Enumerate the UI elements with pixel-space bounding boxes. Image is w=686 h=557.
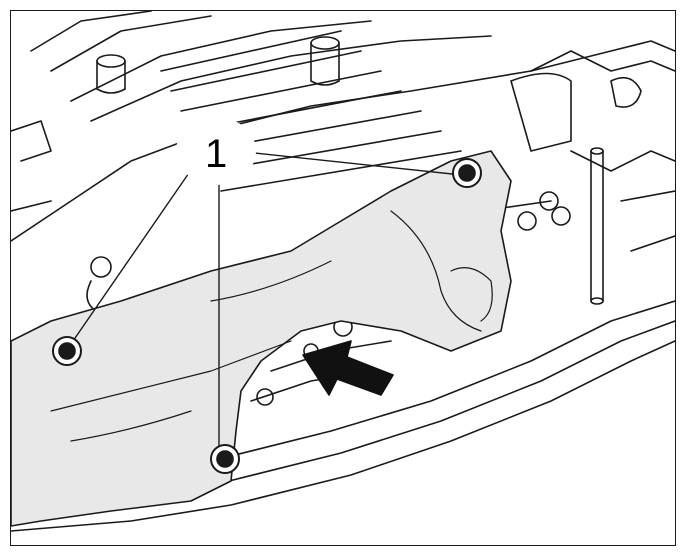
diagram-frame: 1	[10, 10, 676, 546]
callout-highlight	[176, 117, 256, 185]
mounting-nut	[52, 158, 482, 474]
direction-arrow	[302, 340, 394, 396]
heat-shield	[11, 150, 512, 527]
callout-number: 1	[205, 132, 227, 176]
technical-illustration: 1	[11, 11, 675, 532]
